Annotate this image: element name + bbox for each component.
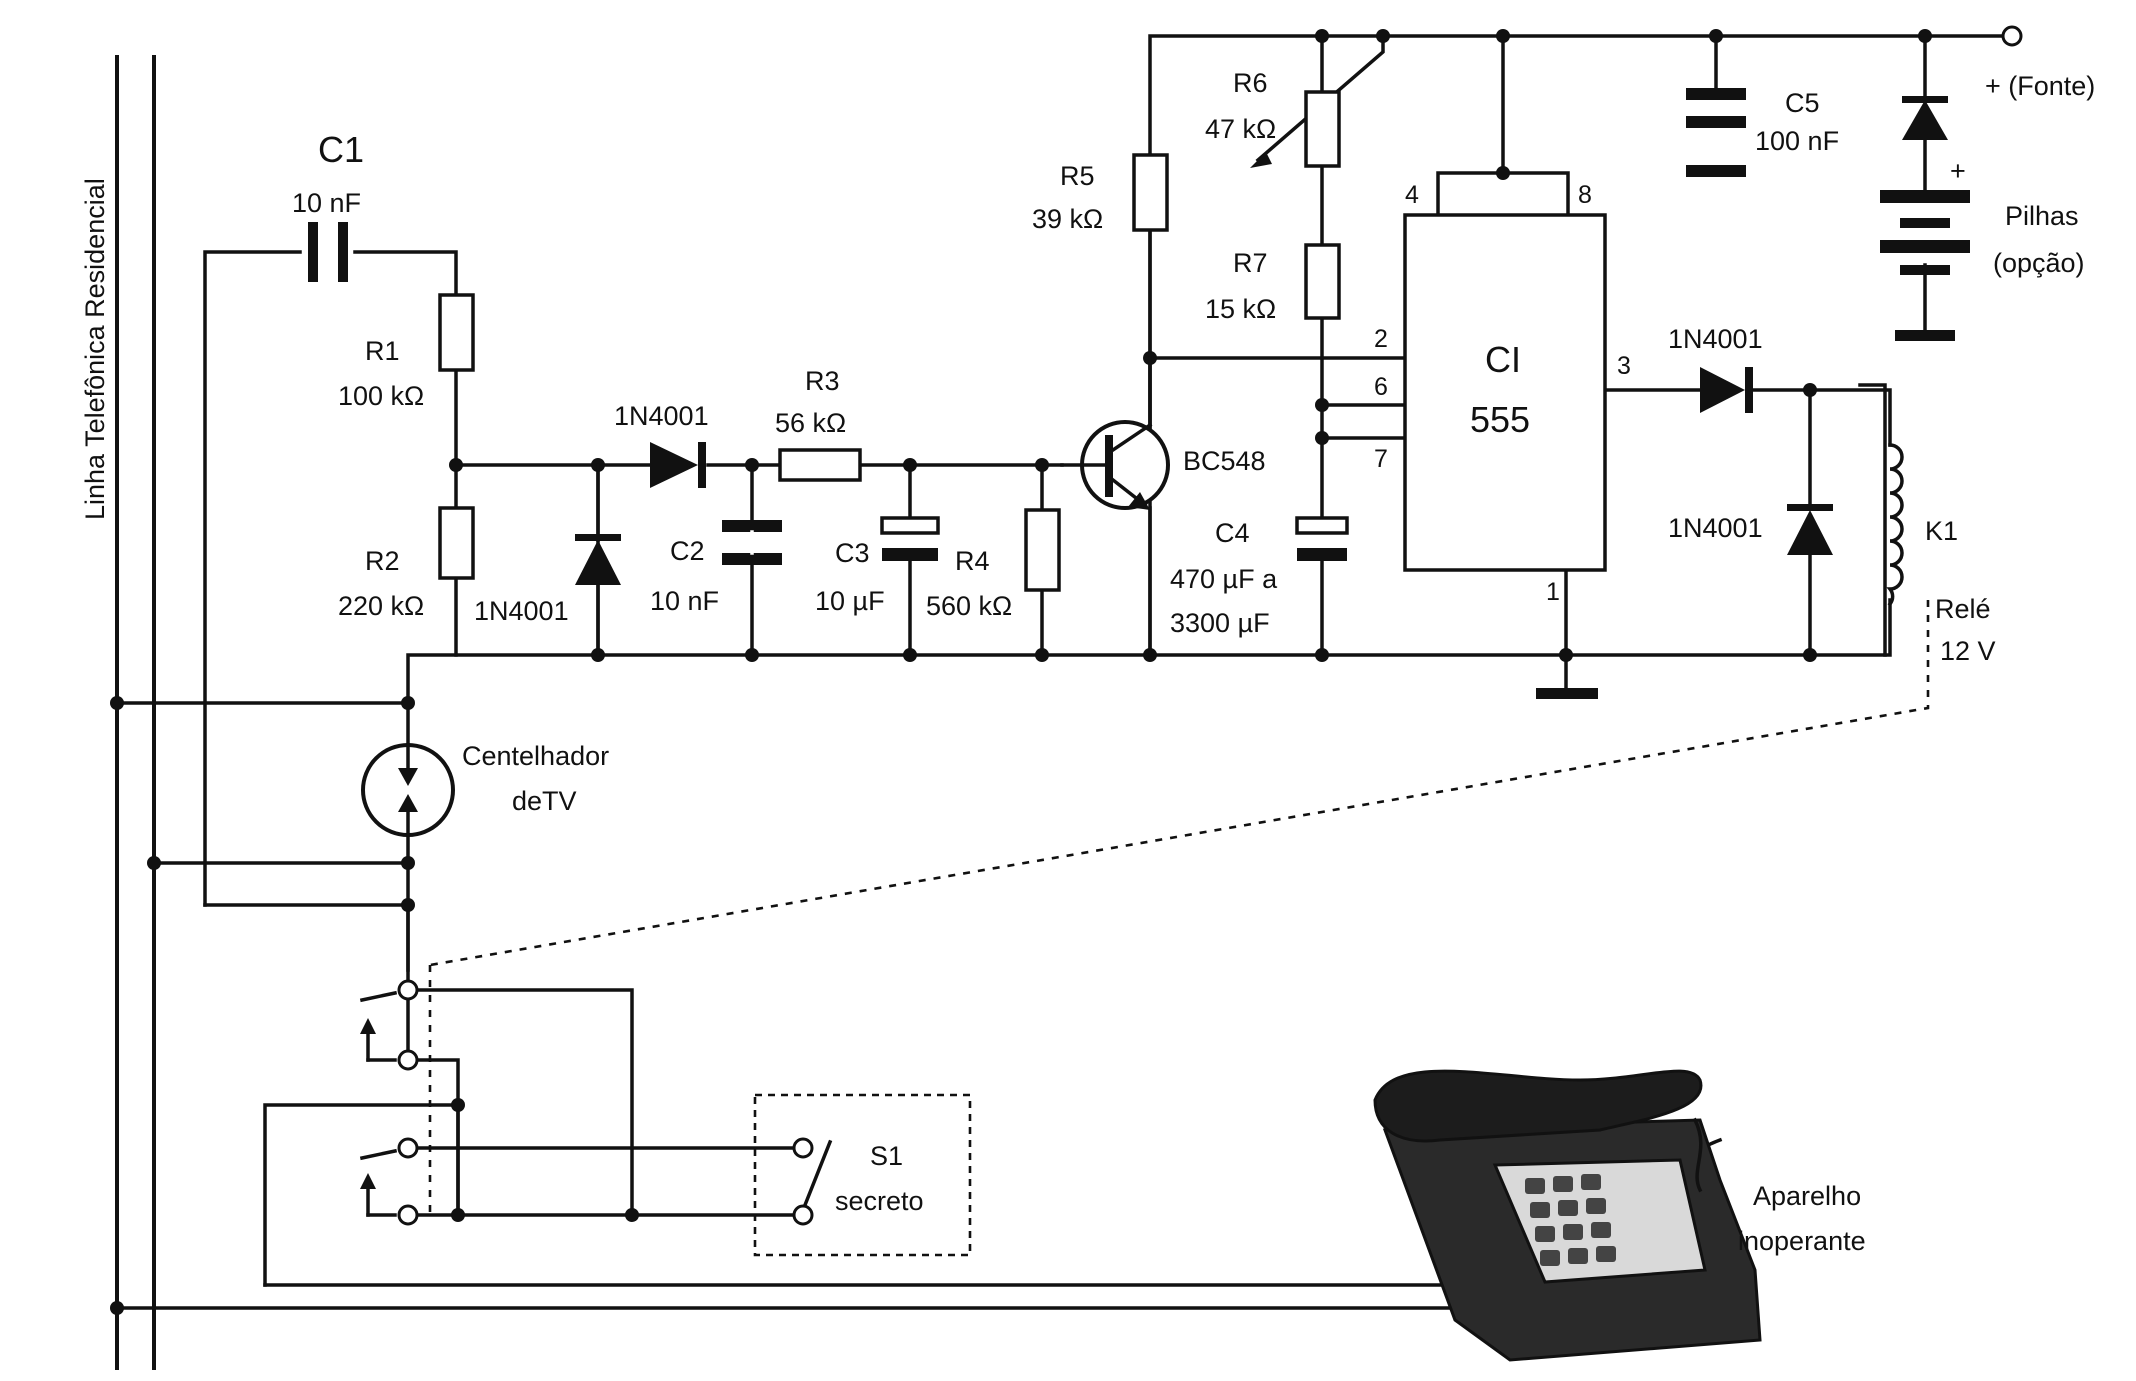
resistor-r7: R7 15 kΩ	[1205, 243, 1341, 324]
r5-name: R5	[1060, 161, 1095, 191]
potentiometer-r6: R6 47 kΩ	[1205, 68, 1341, 168]
spark-line2: deTV	[512, 786, 577, 816]
resistor-r3: R3 56 kΩ	[775, 366, 862, 482]
d3-value: 1N4001	[1668, 324, 1763, 354]
r2-name: R2	[365, 546, 400, 576]
ic-555: CI 555 4 8 2 6 7 3 1	[1374, 181, 1631, 699]
diode-d4: 1N4001	[1668, 504, 1833, 555]
diode-d2: 1N4001	[614, 401, 709, 488]
spark-gap: Centelhador deTV	[361, 741, 609, 837]
c2-name: C2	[670, 536, 705, 566]
ic-pin-2: 2	[1374, 325, 1388, 353]
capacitor-c3: C3 10 µF	[815, 516, 940, 616]
k1-line2: 12 V	[1940, 636, 1996, 666]
c1-name: C1	[318, 129, 364, 170]
relay-k1: K1 Relé 12 V	[1886, 443, 1996, 666]
diode-d3: 1N4001	[1668, 324, 1763, 413]
capacitor-c1: C1 10 nF	[292, 129, 364, 282]
resistor-r5: R5 39 kΩ	[1032, 153, 1169, 234]
capacitor-c2: C2 10 nF	[650, 520, 782, 616]
junction-dots	[110, 29, 1932, 1315]
r4-value: 560 kΩ	[926, 591, 1012, 621]
c3-name: C3	[835, 538, 870, 568]
r1-value: 100 kΩ	[338, 381, 424, 411]
ic-pin-8: 8	[1578, 181, 1592, 209]
d1-value: 1N4001	[474, 596, 569, 626]
resistor-r4: R4 560 kΩ	[926, 508, 1061, 621]
r7-name: R7	[1233, 248, 1268, 278]
r3-value: 56 kΩ	[775, 408, 846, 438]
s1-name: S1	[870, 1141, 903, 1171]
relay-contacts	[397, 979, 419, 1226]
capacitor-c4: C4 470 µF a 3300 µF	[1170, 516, 1349, 638]
c4-value-line2: 3300 µF	[1170, 608, 1270, 638]
c2-value: 10 nF	[650, 586, 719, 616]
r6-value: 47 kΩ	[1205, 114, 1276, 144]
capacitor-c5: C5 100 nF	[1686, 88, 1839, 177]
r6-name: R6	[1233, 68, 1268, 98]
k1-line1: Relé	[1935, 594, 1991, 624]
ic-pin-7: 7	[1374, 445, 1388, 473]
ic-line1: CI	[1485, 339, 1521, 380]
switch-s1: S1 secreto	[753, 1093, 972, 1257]
ic-pin-3: 3	[1617, 352, 1631, 380]
r3-name: R3	[805, 366, 840, 396]
resistor-r1: R1 100 kΩ	[338, 293, 475, 411]
resistor-r2: R2 220 kΩ	[338, 506, 475, 621]
svg-text:C1: C1	[318, 129, 364, 170]
supply-terminal	[2001, 25, 2023, 47]
r1-name: R1	[365, 336, 400, 366]
relay-contact-arrows	[360, 1018, 397, 1217]
line-label: Linha Telefônica Residencial	[80, 178, 110, 520]
phone-line2: inoperante	[1738, 1226, 1866, 1256]
telephone-line-rails	[115, 55, 156, 1370]
c1-value: 10 nF	[292, 188, 361, 218]
supply: + (Fonte) + Pilhas (opção)	[1880, 71, 2095, 341]
r2-value: 220 kΩ	[338, 591, 424, 621]
c4-value-line1: 470 µF a	[1170, 564, 1278, 594]
wires	[115, 34, 2005, 1310]
d4-value: 1N4001	[1668, 513, 1763, 543]
c4-name: C4	[1215, 518, 1250, 548]
phone-line1: Aparelho	[1753, 1181, 1861, 1211]
q1-value: BC548	[1183, 446, 1266, 476]
r5-value: 39 kΩ	[1032, 204, 1103, 234]
relay-mechanical-link	[428, 600, 1930, 1215]
ic-pin-1: 1	[1546, 578, 1560, 606]
battery-line1: Pilhas	[2005, 201, 2079, 231]
telephone-icon: Aparelho inoperante	[1373, 1069, 1866, 1362]
r7-value: 15 kΩ	[1205, 294, 1276, 324]
battery-line2: (opção)	[1993, 248, 2085, 278]
c5-name: C5	[1785, 88, 1820, 118]
transistor-q1: BC548	[1060, 356, 1266, 657]
d2-value: 1N4001	[614, 401, 709, 431]
k1-name: K1	[1925, 516, 1958, 546]
ic-pin-4: 4	[1405, 181, 1419, 209]
c5-value: 100 nF	[1755, 126, 1839, 156]
battery-plus: +	[1950, 156, 1966, 186]
r4-name: R4	[955, 546, 990, 576]
s1-value: secreto	[835, 1186, 924, 1216]
c3-value: 10 µF	[815, 586, 885, 616]
spark-line1: Centelhador	[462, 741, 609, 771]
ic-line2: 555	[1470, 399, 1530, 440]
ic-pin-6: 6	[1374, 373, 1388, 401]
diode-d1: 1N4001	[474, 463, 621, 657]
supply-label: + (Fonte)	[1985, 71, 2095, 101]
